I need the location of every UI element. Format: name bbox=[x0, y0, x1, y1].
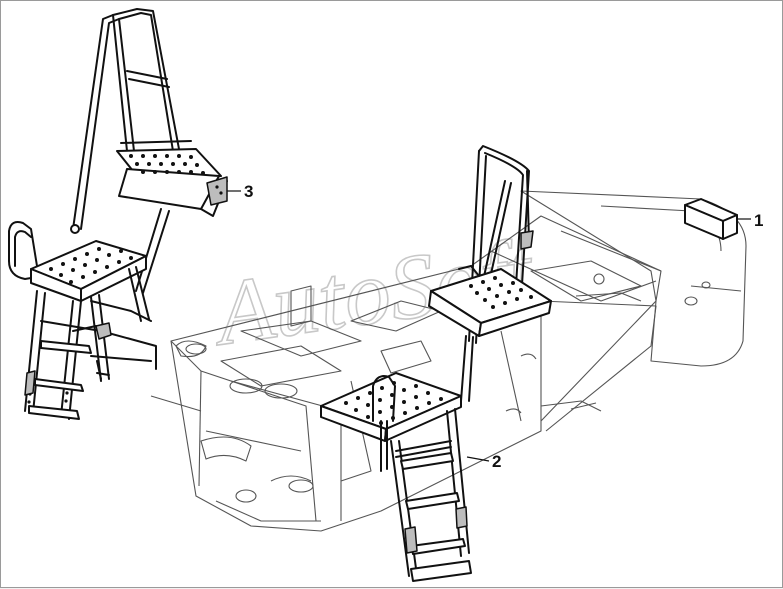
machine-frame bbox=[150, 190, 747, 532]
left-ladder-assembly bbox=[8, 221, 157, 420]
part-1-label-plate bbox=[684, 198, 751, 240]
part-3-upper-step-ladder bbox=[70, 8, 241, 294]
callout-3: 3 bbox=[244, 182, 253, 201]
part-2-right-ladder-assembly bbox=[320, 145, 552, 582]
callout-1: 1 bbox=[754, 211, 763, 230]
callout-2: 2 bbox=[492, 452, 501, 471]
